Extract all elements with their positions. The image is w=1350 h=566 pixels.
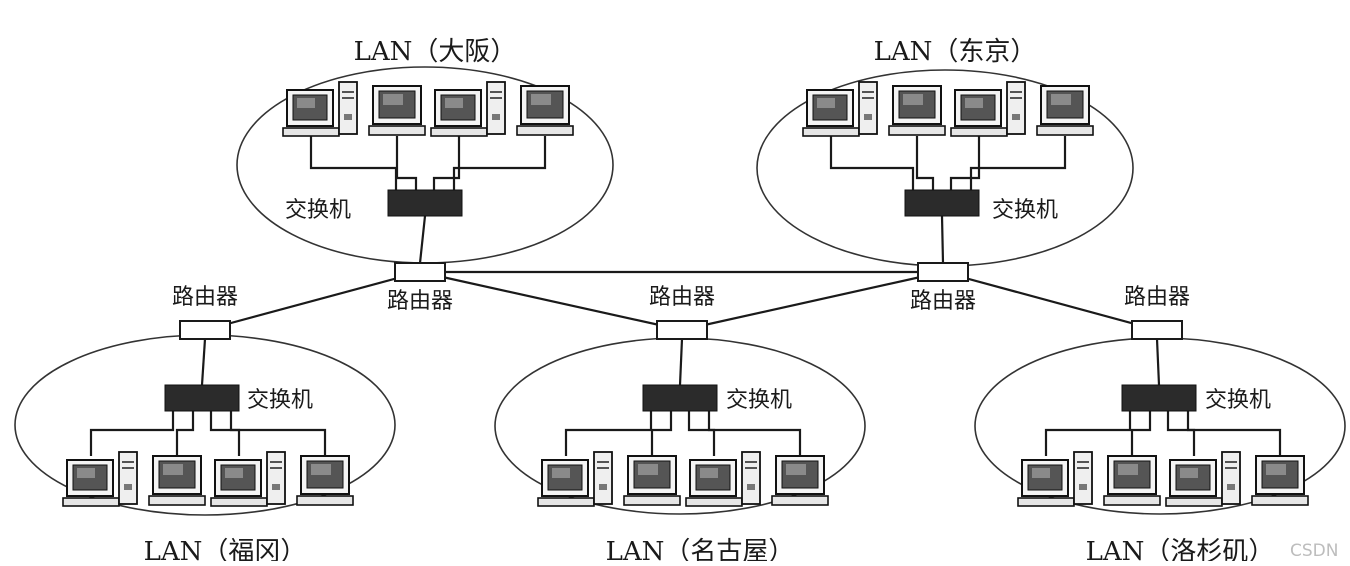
- router-icon: [179, 320, 231, 340]
- watermark-text: CSDN: [1290, 541, 1338, 561]
- router-tokyo: 路由器: [910, 262, 976, 314]
- switch-icon: [164, 384, 240, 412]
- switch-icon: [387, 189, 463, 217]
- lan-tokyo: 交换机 LAN（东京）: [756, 37, 1134, 267]
- router-icon: [656, 320, 708, 340]
- computer-icon: [430, 81, 506, 137]
- lan-cable: [229, 411, 327, 456]
- lan-cable: [395, 136, 418, 190]
- lan-nagoya: 交换机 LAN（名古屋）: [494, 337, 866, 566]
- computer-icon: [1036, 85, 1094, 136]
- lan-cable: [1166, 411, 1196, 456]
- lan-cable: [1186, 411, 1282, 456]
- uplink-cable: [678, 338, 684, 386]
- computer-icon: [771, 455, 829, 506]
- computer-icon: [210, 451, 286, 507]
- lan-cable: [687, 411, 716, 456]
- computer-icon: [1103, 455, 1161, 506]
- computer-icon: [1251, 455, 1309, 506]
- computer-icon: [685, 451, 761, 507]
- router-losangeles: 路由器: [1124, 285, 1190, 340]
- computer-icon: [623, 455, 681, 506]
- computer-icon: [62, 451, 138, 507]
- lan-title: LAN（名古屋）: [606, 537, 795, 561]
- lan-cable: [89, 411, 175, 456]
- lan-cable: [915, 136, 935, 190]
- switch-label: 交换机: [992, 198, 1058, 223]
- lan-cable: [1130, 411, 1152, 456]
- computer-icon: [1017, 451, 1093, 507]
- router-icon: [1131, 320, 1183, 340]
- computer-icon: [802, 81, 878, 137]
- computer-icon: [368, 85, 426, 136]
- backbone-link: [942, 270, 1158, 332]
- lan-cable: [175, 411, 195, 456]
- lan-title: LAN（洛杉矶）: [1086, 537, 1275, 561]
- router-icon: [917, 262, 969, 282]
- computer-icon: [950, 81, 1026, 137]
- lan-cable: [707, 411, 802, 456]
- router-label: 路由器: [910, 289, 976, 314]
- lan-cable: [650, 411, 673, 456]
- switch-label: 交换机: [247, 388, 313, 413]
- router-label: 路由器: [172, 285, 238, 310]
- router-label: 路由器: [1124, 285, 1190, 310]
- lan-cable: [209, 411, 241, 456]
- computer-icon: [296, 455, 354, 506]
- backbone-link: [419, 270, 683, 332]
- computer-icon: [148, 455, 206, 506]
- router-label: 路由器: [649, 285, 715, 310]
- uplink-cable: [200, 338, 207, 386]
- router-label: 路由器: [387, 289, 453, 314]
- lan-cable: [949, 136, 981, 190]
- lan-cable: [309, 136, 398, 190]
- switch-label: 交换机: [285, 198, 351, 223]
- lan-osaka: 交换机 LAN（大阪）: [236, 37, 614, 264]
- switch-label: 交换机: [1205, 388, 1271, 413]
- router-icon: [394, 262, 446, 282]
- lan-title: LAN（大阪）: [354, 37, 517, 67]
- switch-icon: [904, 189, 980, 217]
- backbone-link: [204, 270, 421, 332]
- lan-fukuoka: 交换机 LAN（福冈）: [14, 334, 396, 566]
- uplink-cable: [1155, 338, 1161, 386]
- lan-cable: [452, 136, 547, 190]
- lan-title: LAN（福冈）: [144, 537, 307, 561]
- computer-icon: [537, 451, 613, 507]
- router-fukuoka: 路由器: [172, 285, 238, 340]
- lan-cable: [829, 136, 915, 190]
- switch-icon: [1121, 384, 1197, 412]
- uplink-cable: [418, 215, 427, 264]
- uplink-cable: [940, 215, 945, 264]
- router-nagoya: 路由器: [649, 285, 715, 340]
- computer-icon: [282, 81, 358, 137]
- router-osaka: 路由器: [387, 262, 453, 314]
- computer-icon: [1165, 451, 1241, 507]
- switch-icon: [642, 384, 718, 412]
- computer-icon: [516, 85, 574, 136]
- switch-label: 交换机: [726, 388, 792, 413]
- computer-icon: [888, 85, 946, 136]
- lan-cable: [969, 136, 1067, 190]
- lan-cable: [1044, 411, 1132, 456]
- lan-losangeles: 交换机 LAN（洛杉矶）: [974, 337, 1346, 566]
- backbone-link: [681, 270, 944, 332]
- lan-title: LAN（东京）: [874, 37, 1037, 67]
- lan-cable: [564, 411, 653, 456]
- lan-cable: [432, 136, 461, 190]
